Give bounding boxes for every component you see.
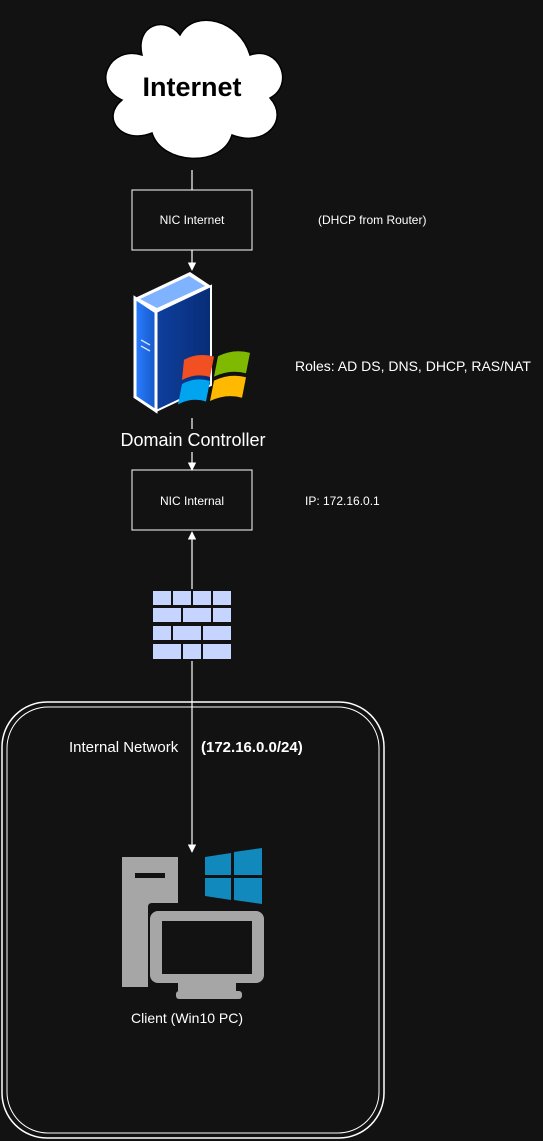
client-label: Client (Win10 PC) bbox=[131, 1010, 243, 1026]
domain-controller-roles: Roles: AD DS, DNS, DHCP, RAS/NAT bbox=[295, 358, 531, 374]
internal-network-name: Internal Network bbox=[69, 739, 179, 756]
cloud-icon[interactable] bbox=[105, 19, 284, 160]
nic-internal-box[interactable] bbox=[131, 469, 253, 531]
nic-internal-label: NIC Internal bbox=[160, 494, 224, 508]
internal-network-subnet: (172.16.0.0/24) bbox=[201, 739, 303, 756]
nic-internet-label: NIC Internet bbox=[160, 213, 225, 227]
windows-server-icon[interactable] bbox=[133, 272, 250, 414]
windows-desktop-icon[interactable] bbox=[122, 848, 264, 999]
domain-controller-label: Domain Controller bbox=[120, 430, 265, 450]
nic-internal-ip: IP: 172.16.0.1 bbox=[305, 494, 380, 508]
internal-network-label: Internal Network bbox=[69, 739, 179, 756]
internet-label: Internet bbox=[142, 72, 241, 102]
nic-internet-note: (DHCP from Router) bbox=[318, 213, 426, 227]
firewall-icon[interactable] bbox=[151, 589, 233, 661]
